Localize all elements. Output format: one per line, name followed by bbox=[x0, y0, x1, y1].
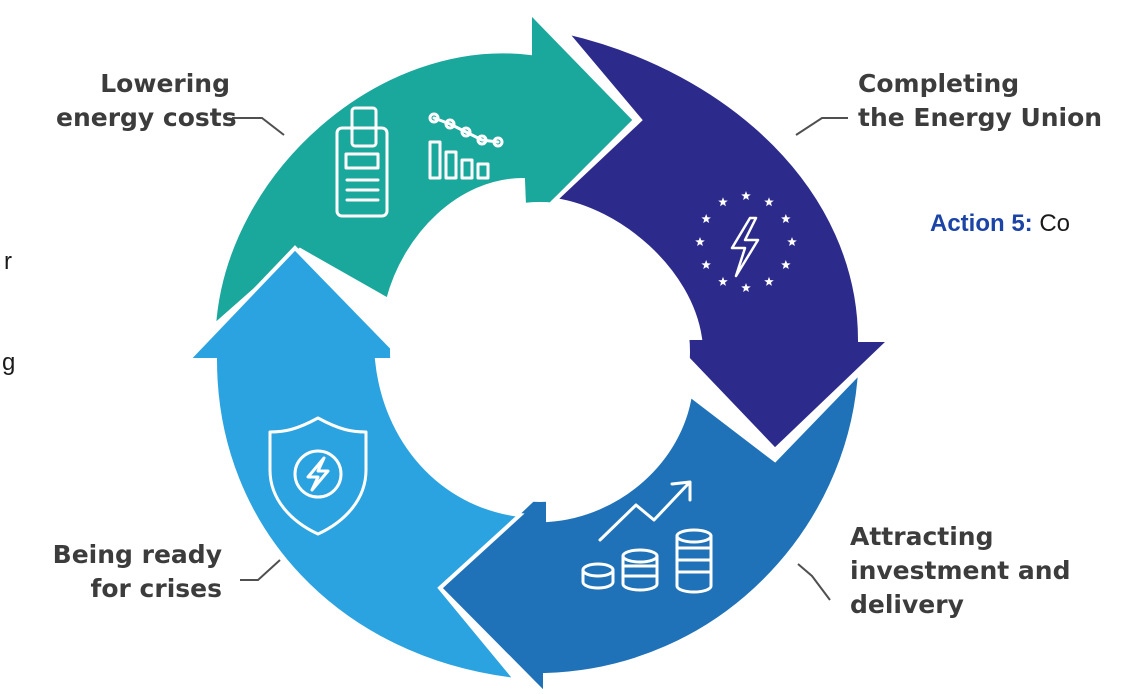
cut-text-letter: g bbox=[2, 349, 16, 376]
eu-star-icon bbox=[701, 214, 711, 223]
label-attracting-investment: Attracting investment and delivery bbox=[850, 520, 1070, 622]
eu-star-icon bbox=[741, 283, 751, 292]
eu-star-icon bbox=[764, 197, 774, 207]
eu-star-icon bbox=[781, 260, 791, 269]
calculator-chart-icon bbox=[335, 106, 504, 218]
eu-star-icon bbox=[695, 237, 705, 246]
eu-star-icon bbox=[718, 197, 728, 207]
eu-star-icon bbox=[781, 214, 791, 223]
eu-stars-bolt-icon bbox=[695, 191, 797, 292]
leader-lines bbox=[232, 117, 848, 601]
coins-growth-icon bbox=[581, 480, 713, 594]
label-line: the Energy Union bbox=[858, 103, 1103, 132]
action-prefix: Action 5: bbox=[930, 210, 1033, 237]
label-line: Lowering bbox=[100, 69, 230, 98]
label-ready-for-crises: Being ready for crises bbox=[26, 538, 222, 606]
eu-star-icon bbox=[787, 237, 797, 246]
segment-lowering-energy-costs bbox=[211, 7, 638, 331]
action-text: Co bbox=[1032, 210, 1071, 237]
label-line: investment and bbox=[850, 556, 1071, 585]
label-completing-energy-union: Completing the Energy Union bbox=[858, 67, 1102, 135]
shield-bolt-icon bbox=[268, 416, 368, 536]
eu-star-icon bbox=[741, 191, 751, 200]
label-line: Attracting bbox=[850, 522, 994, 551]
label-lowering-energy-costs: Lowering energy costs bbox=[56, 67, 237, 135]
label-line: Completing bbox=[858, 69, 1020, 98]
segment-ready-for-crises bbox=[183, 245, 525, 683]
label-line: for crises bbox=[90, 574, 222, 603]
eu-star-icon bbox=[701, 260, 711, 269]
eu-star-icon bbox=[764, 276, 774, 286]
cut-text-letter: r bbox=[4, 248, 12, 275]
label-line: energy costs bbox=[56, 103, 237, 132]
label-line: delivery bbox=[850, 590, 964, 619]
eu-star-icon bbox=[718, 276, 728, 286]
label-line: Being ready bbox=[52, 540, 222, 569]
segment-attracting-investment bbox=[437, 366, 863, 694]
action-heading: Action 5: Co bbox=[930, 210, 1070, 238]
